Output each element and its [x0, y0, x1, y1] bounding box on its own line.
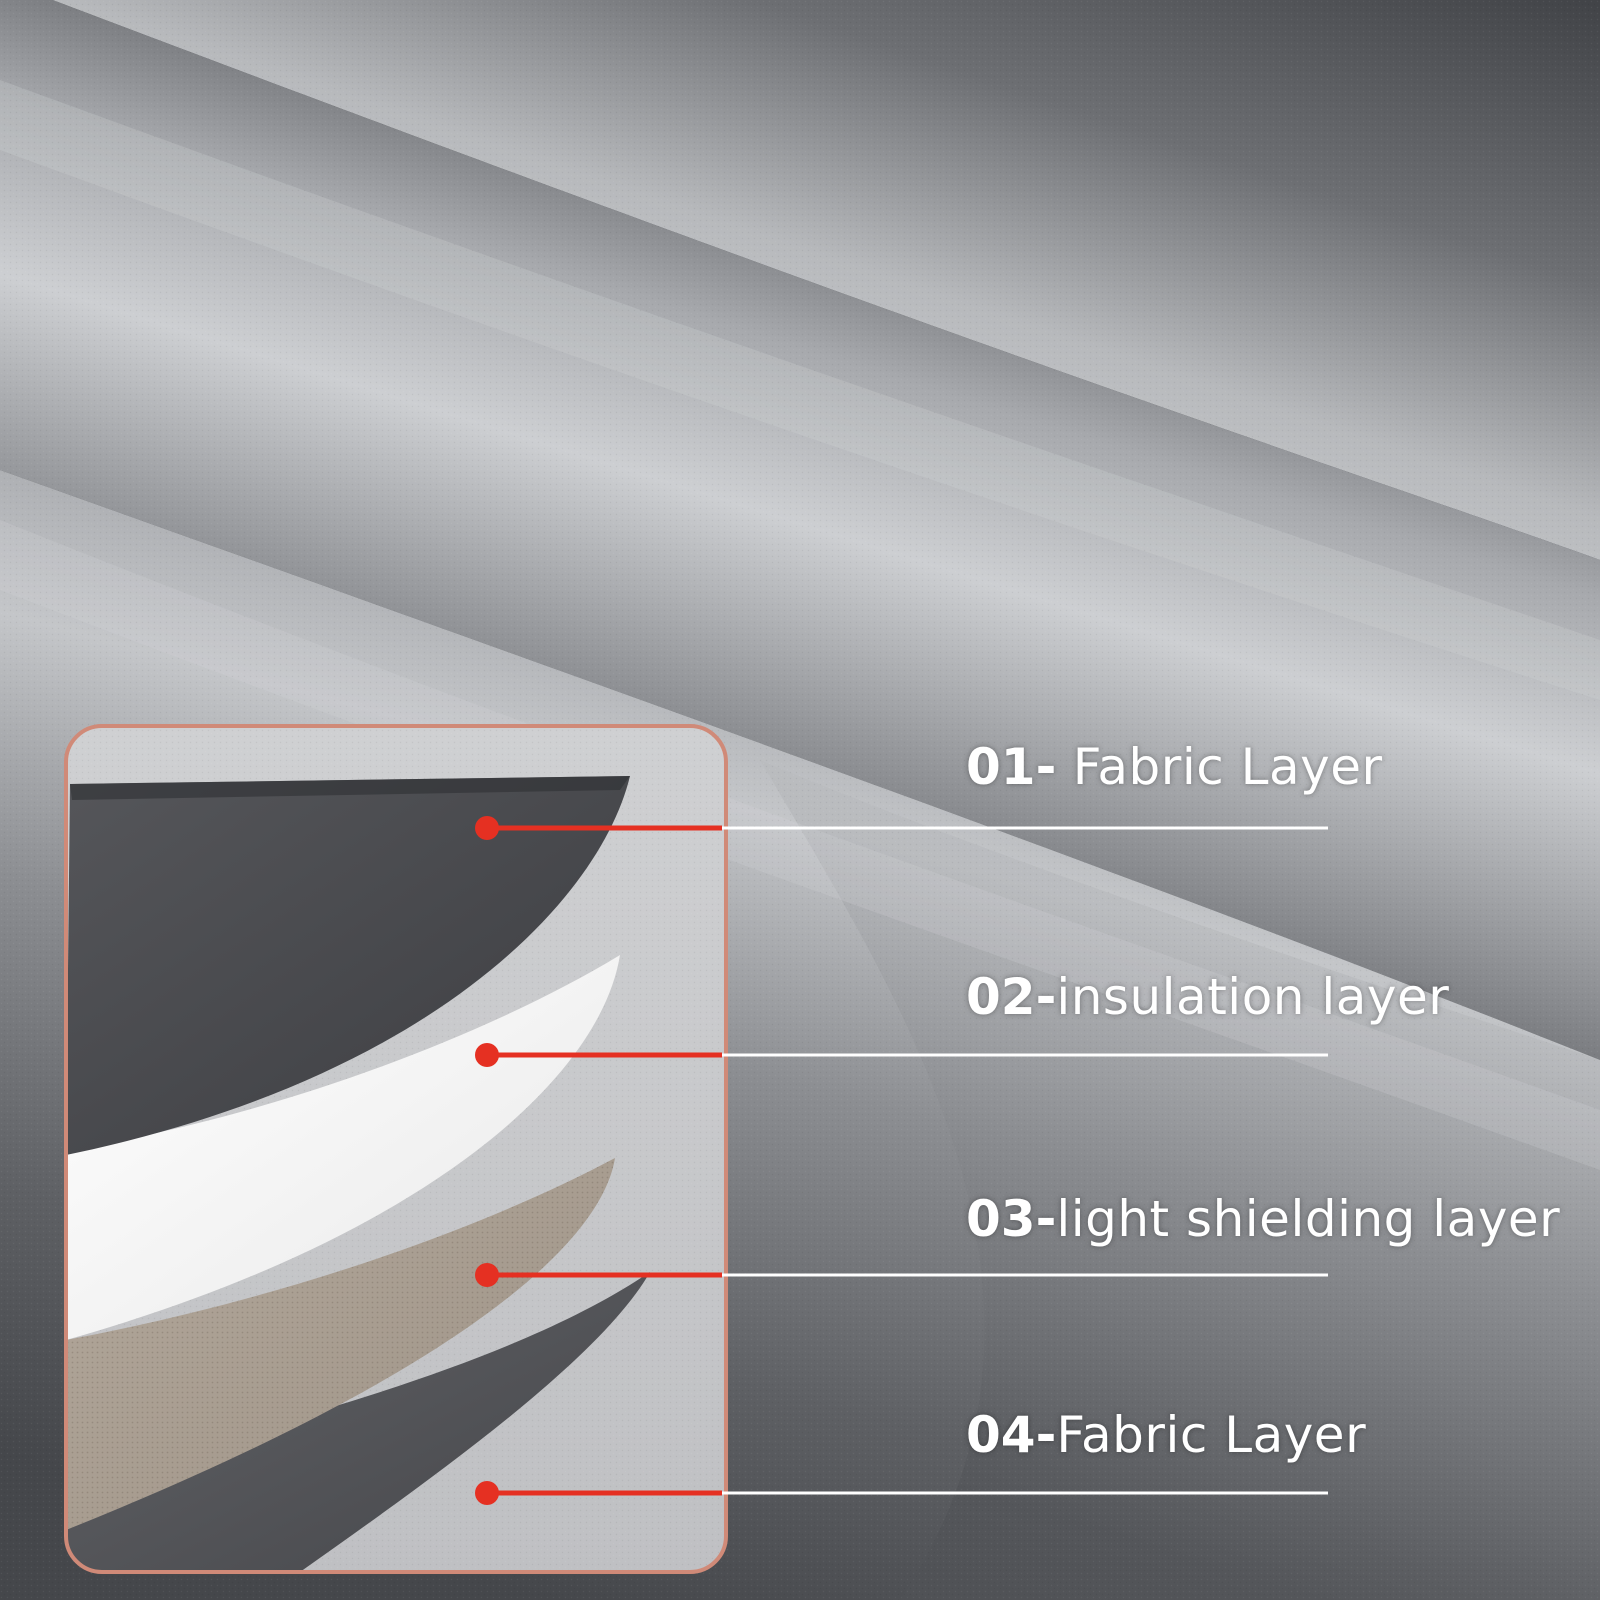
layer-number-2: 02- [966, 968, 1057, 1026]
layer-diagram-panel [64, 724, 728, 1574]
layer-name-1: Fabric Layer [1072, 738, 1383, 796]
layer-name-3: light shielding layer [1056, 1190, 1561, 1248]
layer-markers [475, 816, 722, 1505]
layer-label-1: 01- Fabric Layer [966, 742, 1383, 792]
marker-dot-3 [475, 1263, 499, 1287]
layer-number-1: 01- [966, 738, 1057, 796]
layer-name-2: insulation layer [1056, 968, 1450, 1026]
layer-label-3: 03-light shielding layer [966, 1194, 1560, 1244]
layer-name-4: Fabric Layer [1056, 1406, 1367, 1464]
layer-label-2: 02-insulation layer [966, 972, 1449, 1022]
layer-label-4: 04-Fabric Layer [966, 1410, 1366, 1460]
marker-dot-4 [475, 1481, 499, 1505]
marker-dot-1 [475, 816, 499, 840]
marker-dot-2 [475, 1043, 499, 1067]
layer-number-3: 03- [966, 1190, 1057, 1248]
layer-number-4: 04- [966, 1406, 1057, 1464]
leader-lines [720, 826, 1328, 1495]
